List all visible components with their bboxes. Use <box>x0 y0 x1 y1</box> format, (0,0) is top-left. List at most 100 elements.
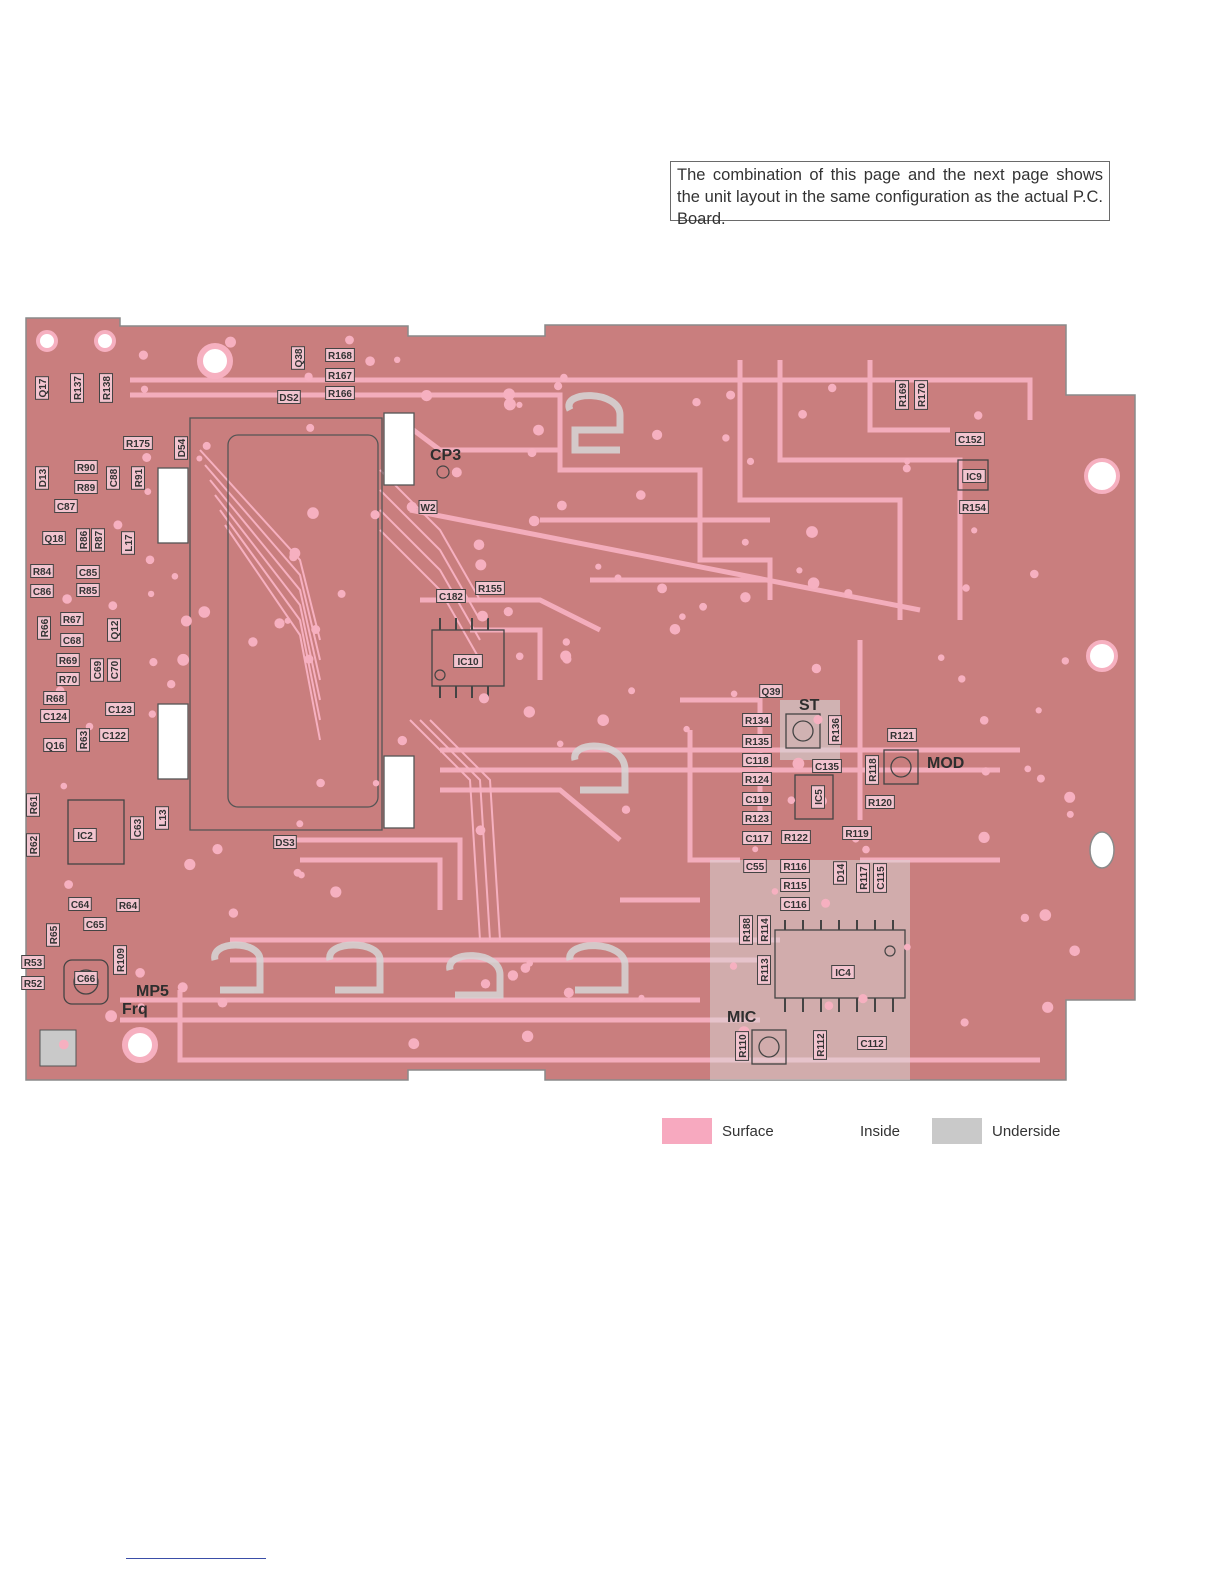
via <box>337 589 346 598</box>
via <box>527 448 537 458</box>
component-label: C87 <box>54 499 78 513</box>
component-label: IC5 <box>811 785 825 809</box>
via <box>316 778 325 788</box>
via <box>198 606 211 618</box>
svg-text:D14: D14 <box>836 863 847 882</box>
via <box>248 637 258 647</box>
via <box>480 979 491 989</box>
component-label: R134 <box>742 713 772 727</box>
via <box>614 574 622 582</box>
via <box>746 457 755 465</box>
component-label: R119 <box>842 826 872 840</box>
svg-text:C122: C122 <box>102 731 126 742</box>
component-label: R62 <box>26 833 40 857</box>
via <box>212 844 223 855</box>
svg-text:R84: R84 <box>33 567 52 578</box>
legend-label-surface: Surface <box>722 1122 774 1140</box>
component-label: DS2 <box>277 390 301 404</box>
svg-text:R64: R64 <box>119 901 138 912</box>
via <box>304 654 314 664</box>
via <box>177 653 190 666</box>
via <box>771 888 779 895</box>
svg-text:R63: R63 <box>79 730 90 749</box>
component-label: R66 <box>37 616 51 640</box>
component-label: R84 <box>30 564 54 578</box>
component-label: R123 <box>742 811 772 825</box>
label-mic: MIC <box>727 1009 757 1026</box>
component-label: D13 <box>35 466 49 490</box>
svg-text:C116: C116 <box>783 900 807 911</box>
via <box>507 970 519 981</box>
component-label: R65 <box>46 923 60 947</box>
component-label: R138 <box>99 373 113 403</box>
component-label: C182 <box>436 589 466 603</box>
via <box>657 583 667 594</box>
via <box>60 782 68 790</box>
component-label: R115 <box>780 878 810 892</box>
via <box>147 590 155 598</box>
svg-text:C135: C135 <box>815 762 839 773</box>
component-label: C122 <box>99 728 129 742</box>
via <box>113 520 123 530</box>
via <box>978 831 990 844</box>
via <box>142 453 152 462</box>
via <box>1066 810 1074 818</box>
component-label: R124 <box>742 772 772 786</box>
component-label: C69 <box>90 658 104 682</box>
via <box>554 382 563 391</box>
svg-text:R117: R117 <box>859 866 870 890</box>
component-label: C55 <box>743 859 767 873</box>
legend-swatch-underside <box>932 1118 982 1144</box>
svg-text:R168: R168 <box>328 351 352 362</box>
via <box>862 845 870 854</box>
via <box>692 398 701 407</box>
component-label: Q16 <box>43 738 67 752</box>
component-label: R67 <box>60 612 84 626</box>
component-label: Q12 <box>107 618 121 642</box>
via <box>562 654 572 664</box>
component-label: R167 <box>325 368 355 382</box>
via <box>526 960 533 967</box>
via <box>503 607 513 617</box>
svg-text:R188: R188 <box>742 918 753 942</box>
svg-text:R175: R175 <box>126 439 150 450</box>
via <box>478 693 490 704</box>
component-label: R169 <box>895 380 909 410</box>
via <box>971 527 978 534</box>
component-label: IC9 <box>962 469 986 483</box>
via <box>683 725 690 733</box>
via <box>597 714 609 726</box>
svg-text:R120: R120 <box>868 798 892 809</box>
legend-underside: Underside <box>932 1116 1060 1146</box>
via <box>902 464 911 473</box>
svg-text:DS3: DS3 <box>275 838 295 849</box>
via <box>904 458 911 465</box>
component-label: IC4 <box>831 965 855 979</box>
via <box>563 987 574 998</box>
svg-text:W2: W2 <box>421 503 436 514</box>
svg-text:R66: R66 <box>40 618 51 637</box>
component-label: C118 <box>742 753 772 767</box>
component-label: IC2 <box>73 828 97 842</box>
svg-text:R89: R89 <box>77 483 96 494</box>
svg-text:C55: C55 <box>746 862 765 873</box>
legend-inside: Inside <box>800 1116 900 1146</box>
component-label: R168 <box>325 348 355 362</box>
label-cp3: CP3 <box>430 447 461 464</box>
svg-text:R62: R62 <box>29 835 40 854</box>
component-label: C70 <box>107 658 121 682</box>
via <box>636 490 646 500</box>
component-label: R87 <box>91 528 105 552</box>
via <box>149 658 158 667</box>
svg-text:R52: R52 <box>24 979 43 990</box>
svg-text:R115: R115 <box>783 881 807 892</box>
component-label: R86 <box>76 528 90 552</box>
via <box>217 997 228 1008</box>
via <box>621 805 631 814</box>
component-label: R121 <box>887 728 917 742</box>
via <box>138 350 148 360</box>
svg-text:R136: R136 <box>831 718 842 742</box>
component-label: R89 <box>74 480 98 494</box>
component-label: R137 <box>70 373 84 403</box>
